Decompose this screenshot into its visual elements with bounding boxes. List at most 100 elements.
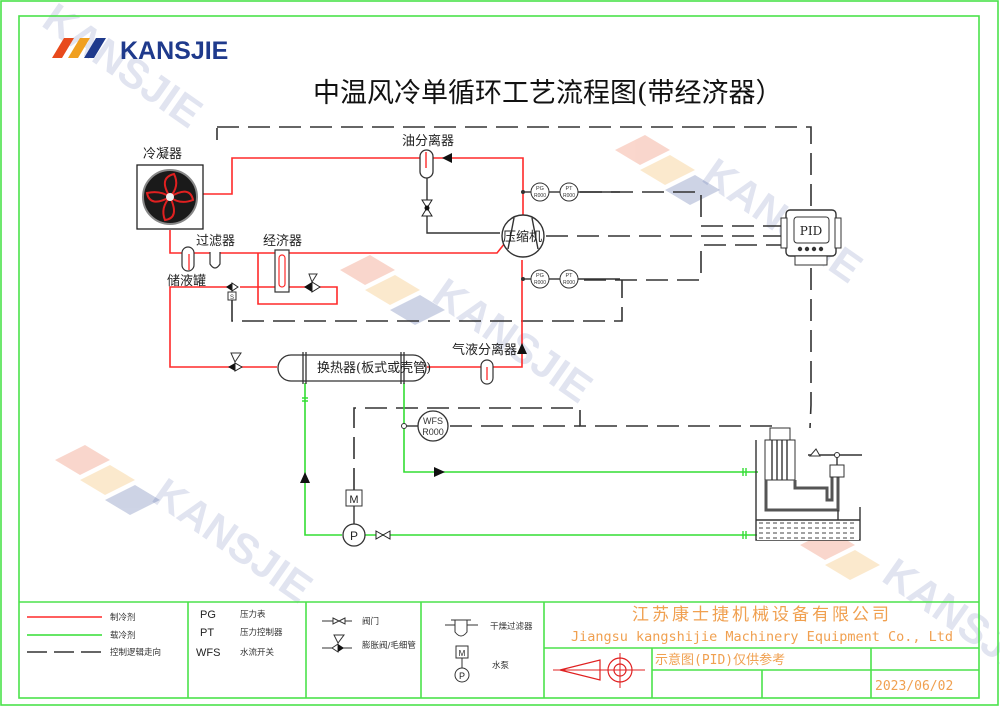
abbr-meaning: 压力控制器 [240,627,283,638]
watermark-text: KANSJIE [35,0,211,137]
pg-code: R000 [534,193,546,199]
solenoid-label: S [230,295,234,301]
control-line-top [217,126,812,208]
valve-icon[interactable] [375,530,391,540]
refrigerant-lines [169,153,527,368]
watermark-text: KANSJIE [425,269,601,412]
heat-exchanger[interactable]: 换热器(板式或壳管) [277,352,431,384]
receiver-label: 储液罐 [167,274,206,289]
expansion-valve-main[interactable] [228,352,244,372]
legend-label: 制冷剂 [110,612,136,623]
expansion-valve-icon [230,352,242,364]
compressor[interactable]: 压缩机 [501,214,545,258]
legend-block: 制冷剂 载冷剂 控制逻辑走向 PG 压力表 PT 压力控制器 WFS 水流开关 … [19,601,979,698]
economizer-label: 经济器 [263,234,302,249]
watermark-text: KANSJIE [145,469,321,612]
filter[interactable]: 过滤器 [196,234,235,269]
legend-symbol-label: 水泵 [492,660,510,671]
logo-text: KANSJIE [120,37,228,65]
expansion-valve-icon [308,273,318,284]
pt-label: PT [565,186,573,192]
pt-label: PT [565,273,573,279]
control-line-pump [353,407,780,490]
legend-dryer-filter-icon [445,619,478,637]
control-line-solenoid [231,280,623,322]
filter-icon [209,252,221,269]
pt-code: R000 [563,193,575,199]
solenoid-valve[interactable]: S [226,282,239,301]
coolant-line [304,383,342,536]
wfs-icon [417,410,449,442]
water-tank[interactable] [755,427,862,541]
legend-expansion-valve-icon [322,634,352,653]
compressor-lines [507,217,539,250]
condenser[interactable]: 冷凝器 [136,146,204,230]
oil-separator[interactable]: 油分离器 [402,133,500,234]
abbr-code: PG [200,609,216,621]
page-title: 中温风冷单循环工艺流程图(带经济器） [313,78,783,109]
pg-code: R000 [534,280,546,286]
control-line-pg-top [580,191,788,227]
oil-separator-label: 油分离器 [402,133,454,149]
flow-arrow-icon [442,153,452,163]
legend-label: 载冷剂 [110,630,136,641]
control-lines [216,126,812,490]
pg-label: PG [536,186,544,192]
logo-stripe-red [52,38,74,58]
valve-icon[interactable] [421,199,433,217]
pt-code: R000 [563,280,575,286]
heat-exchanger-shell [277,354,427,382]
abbr-code: WFS [196,647,220,659]
control-line-pg-bottom [580,244,788,281]
economizer[interactable]: 经济器 [263,234,302,293]
condenser-label: 冷凝器 [143,146,182,162]
wfs-label: WFS [423,416,443,426]
pump-label: P [350,529,358,543]
wfs-code: R000 [422,427,444,437]
brand-logo: KANSJIE [52,37,228,65]
fan-blades-icon [145,172,195,222]
solenoid-icon [227,291,237,301]
refrigerant-line [169,286,277,368]
logo-stripe-blue [84,38,106,58]
gas-liquid-separator[interactable]: 气液分离器 [452,342,517,385]
gauge-group-suction: PG R000 PT R000 [521,269,620,289]
refrigerant-line [169,230,506,254]
coolant-lines [300,383,758,536]
reference-note: 示意图(PID)仅供参考 [655,652,785,668]
company-name-cn: 江苏康士捷机械设备有限公司 [632,605,892,625]
legend-valve-icon [322,617,352,625]
water-pump[interactable]: M P [342,489,391,547]
fan-hub [166,193,174,201]
flow-arrow-icon [300,472,310,483]
inner-frame [18,15,980,699]
agitator-motor-icon [769,427,791,441]
pid-controller[interactable]: PID [780,209,842,266]
flow-arrow-icon [434,467,445,477]
legend-label: 控制逻辑走向 [110,647,161,658]
projection-symbol-icon [553,653,645,688]
abbr-meaning: 压力表 [240,609,266,620]
coolant-line [403,383,758,473]
receiver[interactable]: 储液罐 [167,246,206,289]
control-line-right [809,268,812,429]
legend-symbol-label: 膨胀阀/毛细管 [362,640,416,651]
pump-icon [342,523,366,547]
company-name-en: Jiangsu kangshijie Machinery Equipment C… [571,629,953,645]
svg-text:P: P [459,671,465,681]
water-flow-switch[interactable]: WFS R000 [401,410,449,442]
refrigerant-line [427,260,523,368]
expansion-valve-economizer[interactable] [304,273,321,293]
motor-label: M [349,494,358,506]
economizer-body [274,249,290,293]
flow-arrow-icon [517,343,527,354]
pg-label: PG [536,273,544,279]
gas-liquid-separator-label: 气液分离器 [452,342,517,358]
abbr-meaning: 水流开关 [240,647,275,658]
pid-label: PID [800,224,822,238]
svg-text:M: M [459,649,466,658]
refrigerant-line [432,157,524,228]
